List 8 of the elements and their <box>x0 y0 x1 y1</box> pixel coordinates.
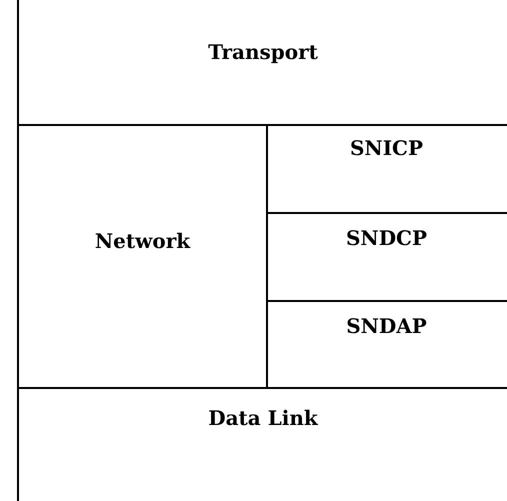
layer-name: SNDAP <box>346 314 427 338</box>
layer-name: Transport <box>208 40 318 64</box>
layer-name: SNDCP <box>346 226 428 250</box>
layer-name: Data Link <box>208 406 318 430</box>
layer-cell <box>17 124 268 389</box>
layer-cell <box>17 0 507 126</box>
layer-name: Network <box>94 229 190 253</box>
layer-name: SNICP <box>350 136 424 160</box>
